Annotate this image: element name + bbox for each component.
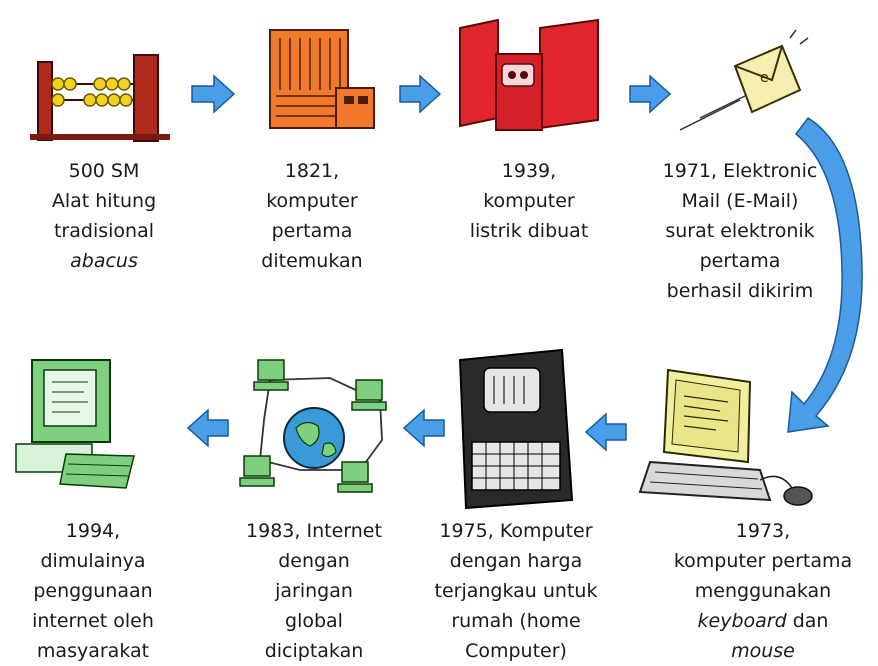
caption-line: 1973, bbox=[735, 520, 791, 542]
svg-text:e: e bbox=[760, 70, 769, 86]
caption-line: Mail (E-Mail) bbox=[681, 190, 799, 212]
caption-line: komputer bbox=[266, 190, 358, 212]
caption-500sm: 500 SM Alat hitung tradisional abacus bbox=[24, 156, 184, 276]
caption-line: Alat hitung bbox=[51, 190, 157, 212]
caption-line: masyarakat bbox=[36, 640, 150, 662]
early-computer-icon bbox=[269, 29, 375, 129]
desktop-computer-icon bbox=[15, 359, 135, 489]
caption-line: dimulainya bbox=[40, 550, 146, 572]
curved-arrow-icon bbox=[787, 117, 863, 433]
caption-line: komputer bbox=[483, 190, 575, 212]
caption-line: 1994, bbox=[65, 520, 121, 542]
email-envelope-icon: e bbox=[679, 29, 809, 131]
caption-line: tradisional bbox=[53, 220, 154, 242]
caption-line: rumah (home bbox=[451, 610, 581, 632]
caption-1939: 1939, komputer listrik dibuat bbox=[444, 156, 614, 246]
caption-line: 500 SM bbox=[68, 160, 140, 182]
caption-1973: 1973, komputer pertama menggunakan keybo… bbox=[656, 516, 870, 666]
home-computer-icon bbox=[458, 348, 574, 510]
global-network-icon bbox=[239, 359, 387, 493]
caption-line: ditemukan bbox=[261, 250, 363, 272]
caption-line: pertama bbox=[699, 250, 781, 272]
caption-line: diciptakan bbox=[264, 640, 364, 662]
caption-line: internet oleh bbox=[32, 610, 154, 632]
caption-line: abacus bbox=[70, 250, 138, 272]
caption-line: 1971, Elektronic bbox=[662, 160, 818, 182]
caption-line: berhasil dikirim bbox=[666, 280, 814, 302]
caption-line: pertama bbox=[271, 220, 353, 242]
electric-computer-icon bbox=[459, 18, 599, 131]
caption-1821: 1821, komputer pertama ditemukan bbox=[232, 156, 392, 276]
caption-line: dengan bbox=[278, 550, 350, 572]
caption-line: jaringan bbox=[275, 580, 353, 602]
caption-italic: keyboard bbox=[697, 610, 787, 632]
keyboard-computer-icon bbox=[638, 368, 813, 506]
caption-line: penggunaan bbox=[33, 580, 153, 602]
caption-1975: 1975, Komputer dengan harga terjangkau u… bbox=[416, 516, 616, 666]
caption-line: 1983, Internet bbox=[246, 520, 382, 542]
caption-plain: dan bbox=[786, 610, 829, 632]
caption-1994: 1994, dimulainya penggunaan internet ole… bbox=[8, 516, 178, 666]
caption-line: 1975, Komputer bbox=[439, 520, 593, 542]
caption-1971: 1971, Elektronic Mail (E-Mail) surat ele… bbox=[640, 156, 840, 306]
caption-line: keyboard dan bbox=[656, 606, 870, 636]
caption-line: terjangkau untuk bbox=[434, 580, 598, 602]
caption-line: Computer) bbox=[465, 640, 567, 662]
caption-line: 1939, bbox=[501, 160, 557, 182]
caption-line: listrik dibuat bbox=[469, 220, 589, 242]
caption-line: dengan harga bbox=[449, 550, 583, 572]
caption-line: surat elektronik bbox=[665, 220, 815, 242]
arrow-icon bbox=[186, 408, 627, 452]
caption-line: mouse bbox=[731, 640, 795, 662]
caption-1983: 1983, Internet dengan jaringan global di… bbox=[222, 516, 406, 666]
caption-line: 1821, bbox=[284, 160, 340, 182]
arrow-icon bbox=[191, 74, 672, 114]
caption-line: menggunakan bbox=[694, 580, 832, 602]
caption-line: komputer pertama bbox=[673, 550, 853, 572]
caption-line: global bbox=[285, 610, 343, 632]
abacus-icon bbox=[30, 54, 170, 142]
